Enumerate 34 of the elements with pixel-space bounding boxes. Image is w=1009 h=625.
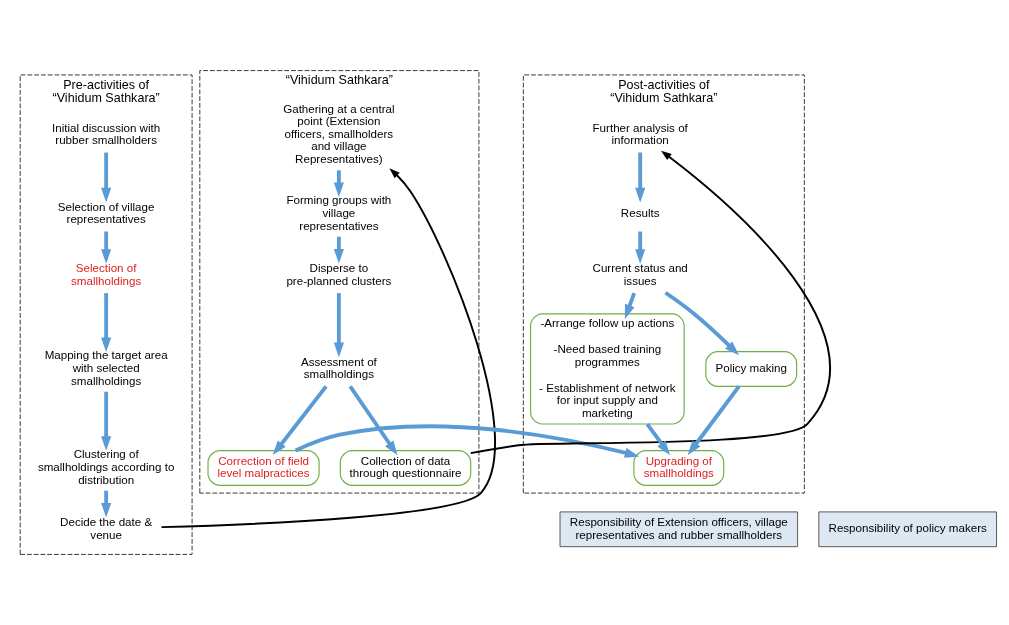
- node-box: Policy making: [705, 351, 798, 387]
- arrow: [635, 231, 646, 264]
- arrow: [101, 293, 112, 352]
- node-text: Clustering of smallholdings according to distribution: [37, 448, 175, 486]
- arrow: [294, 424, 640, 458]
- arrow: [101, 152, 112, 203]
- node-text: Further analysis of information: [592, 121, 688, 147]
- arrow: [348, 385, 398, 456]
- arrow: [333, 293, 344, 358]
- arrow: [101, 391, 112, 451]
- node-box: -Arrange follow up actions -Need based training programmes - Establishment of network for input supply and marketing: [530, 313, 685, 425]
- arrow: [635, 152, 646, 203]
- node-box: Collection of data through questionnaire: [339, 450, 472, 486]
- arrow: [469, 150, 831, 455]
- node-text: Decide the date & venue: [60, 516, 153, 541]
- node-text: Initial discussion with rubber smallholders: [52, 121, 161, 147]
- arrow: [272, 385, 328, 456]
- arrow: [687, 385, 741, 456]
- arrow: [645, 423, 671, 456]
- node-text: Forming groups with village representatives: [286, 194, 392, 232]
- label: Responsibility of policy makers: [828, 522, 987, 535]
- node-box: Upgrading of smallholdings: [633, 450, 725, 486]
- label: Responsibility of Extension officers, village representatives and rubber smallholders: [569, 516, 788, 541]
- node-box: Correction of field level malpractices: [207, 450, 320, 486]
- node-text: Mapping the target area with selected smallholdings: [44, 349, 168, 387]
- node-text: Results: [620, 206, 660, 219]
- arrow: [664, 291, 740, 356]
- node-text: Selection of village representatives: [57, 200, 155, 226]
- node-text: Assessment of smallholdings: [300, 355, 377, 381]
- node-text: Disperse to pre-planned clusters: [286, 262, 392, 287]
- node-text: Current status and issues: [592, 262, 688, 287]
- arrow: [101, 231, 112, 264]
- node-text: Selection of smallholdings: [71, 262, 142, 287]
- node-text: Gathering at a central point (Extension officers, smallholders and village Representatives): [283, 102, 395, 165]
